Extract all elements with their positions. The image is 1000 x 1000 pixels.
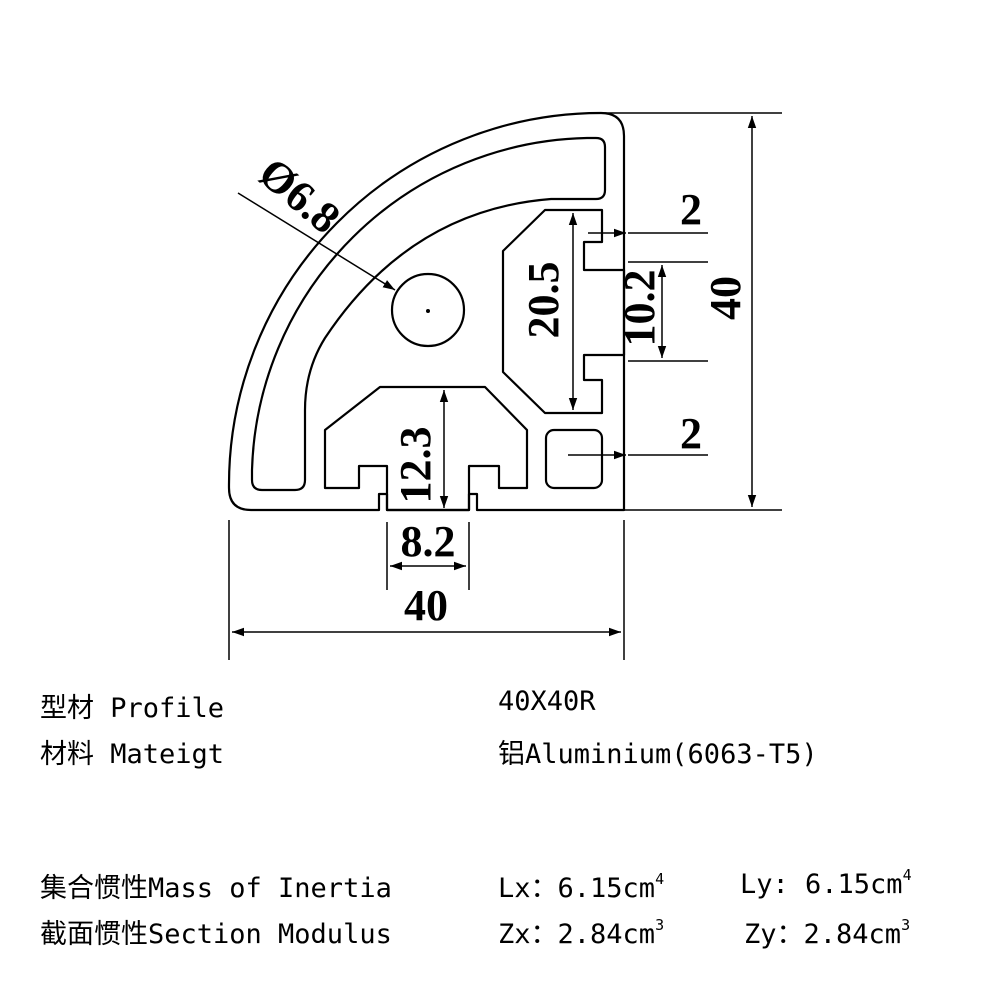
ly-exponent: 4 (902, 866, 912, 884)
lx-value: 6.15cm (557, 873, 656, 904)
zx-value: 2.84cm (557, 919, 656, 950)
bottom-slot-opening-label: 8.2 (401, 517, 456, 566)
ly-value: 6.15cm (805, 869, 903, 900)
slot-inner-height-label: 20.5 (519, 262, 568, 339)
slot-opening-height-label: 10.2 (615, 270, 664, 347)
ly-label: Ly: (740, 869, 806, 900)
lx-exponent: 4 (655, 870, 665, 888)
inertia-label: 集合惯性Mass of Inertia (40, 873, 392, 904)
material-label: 材料 Mateigt (40, 739, 225, 770)
profile-label: 型材 Profile (40, 693, 225, 724)
zy-label: Zy： (744, 919, 804, 950)
zy-value: 2.84cm (803, 919, 902, 950)
modulus-zx: Zx：2.84cm3 (498, 912, 664, 951)
inertia-lx: Lx：6.15cm4 (498, 866, 664, 905)
material-value: 铝Aluminium(6063-T5) (498, 739, 818, 770)
lx-label: Lx： (498, 873, 558, 904)
corner-pocket (544, 428, 604, 490)
zy-exponent: 3 (901, 916, 911, 934)
zx-exponent: 3 (655, 916, 665, 934)
inertia-ly: Ly: 6.15cm4 (740, 866, 912, 900)
center-hole (390, 272, 466, 348)
zx-label: Zx： (498, 919, 558, 950)
modulus-zy: Zy：2.84cm3 (744, 912, 910, 951)
hole-diameter-label: Ø6.8 (250, 148, 350, 243)
overall-height-label: 40 (701, 276, 750, 320)
bottom-slot-depth-label: 12.3 (391, 427, 440, 504)
outer-cavity (250, 136, 607, 492)
overall-width-label: 40 (404, 581, 448, 630)
profile-outline (227, 111, 626, 512)
modulus-label: 截面惯性Section Modulus (40, 919, 392, 950)
top-slot-thickness-label: 2 (680, 185, 702, 234)
right-t-slot (501, 208, 626, 415)
profile-value: 40X40R (498, 686, 596, 717)
right-slot-thickness-label: 2 (680, 409, 702, 458)
bottom-t-slot (323, 385, 529, 512)
profile-drawing: Ø6.8 2 20.5 10.2 40 2 12.3 8.2 40 (227, 111, 782, 660)
